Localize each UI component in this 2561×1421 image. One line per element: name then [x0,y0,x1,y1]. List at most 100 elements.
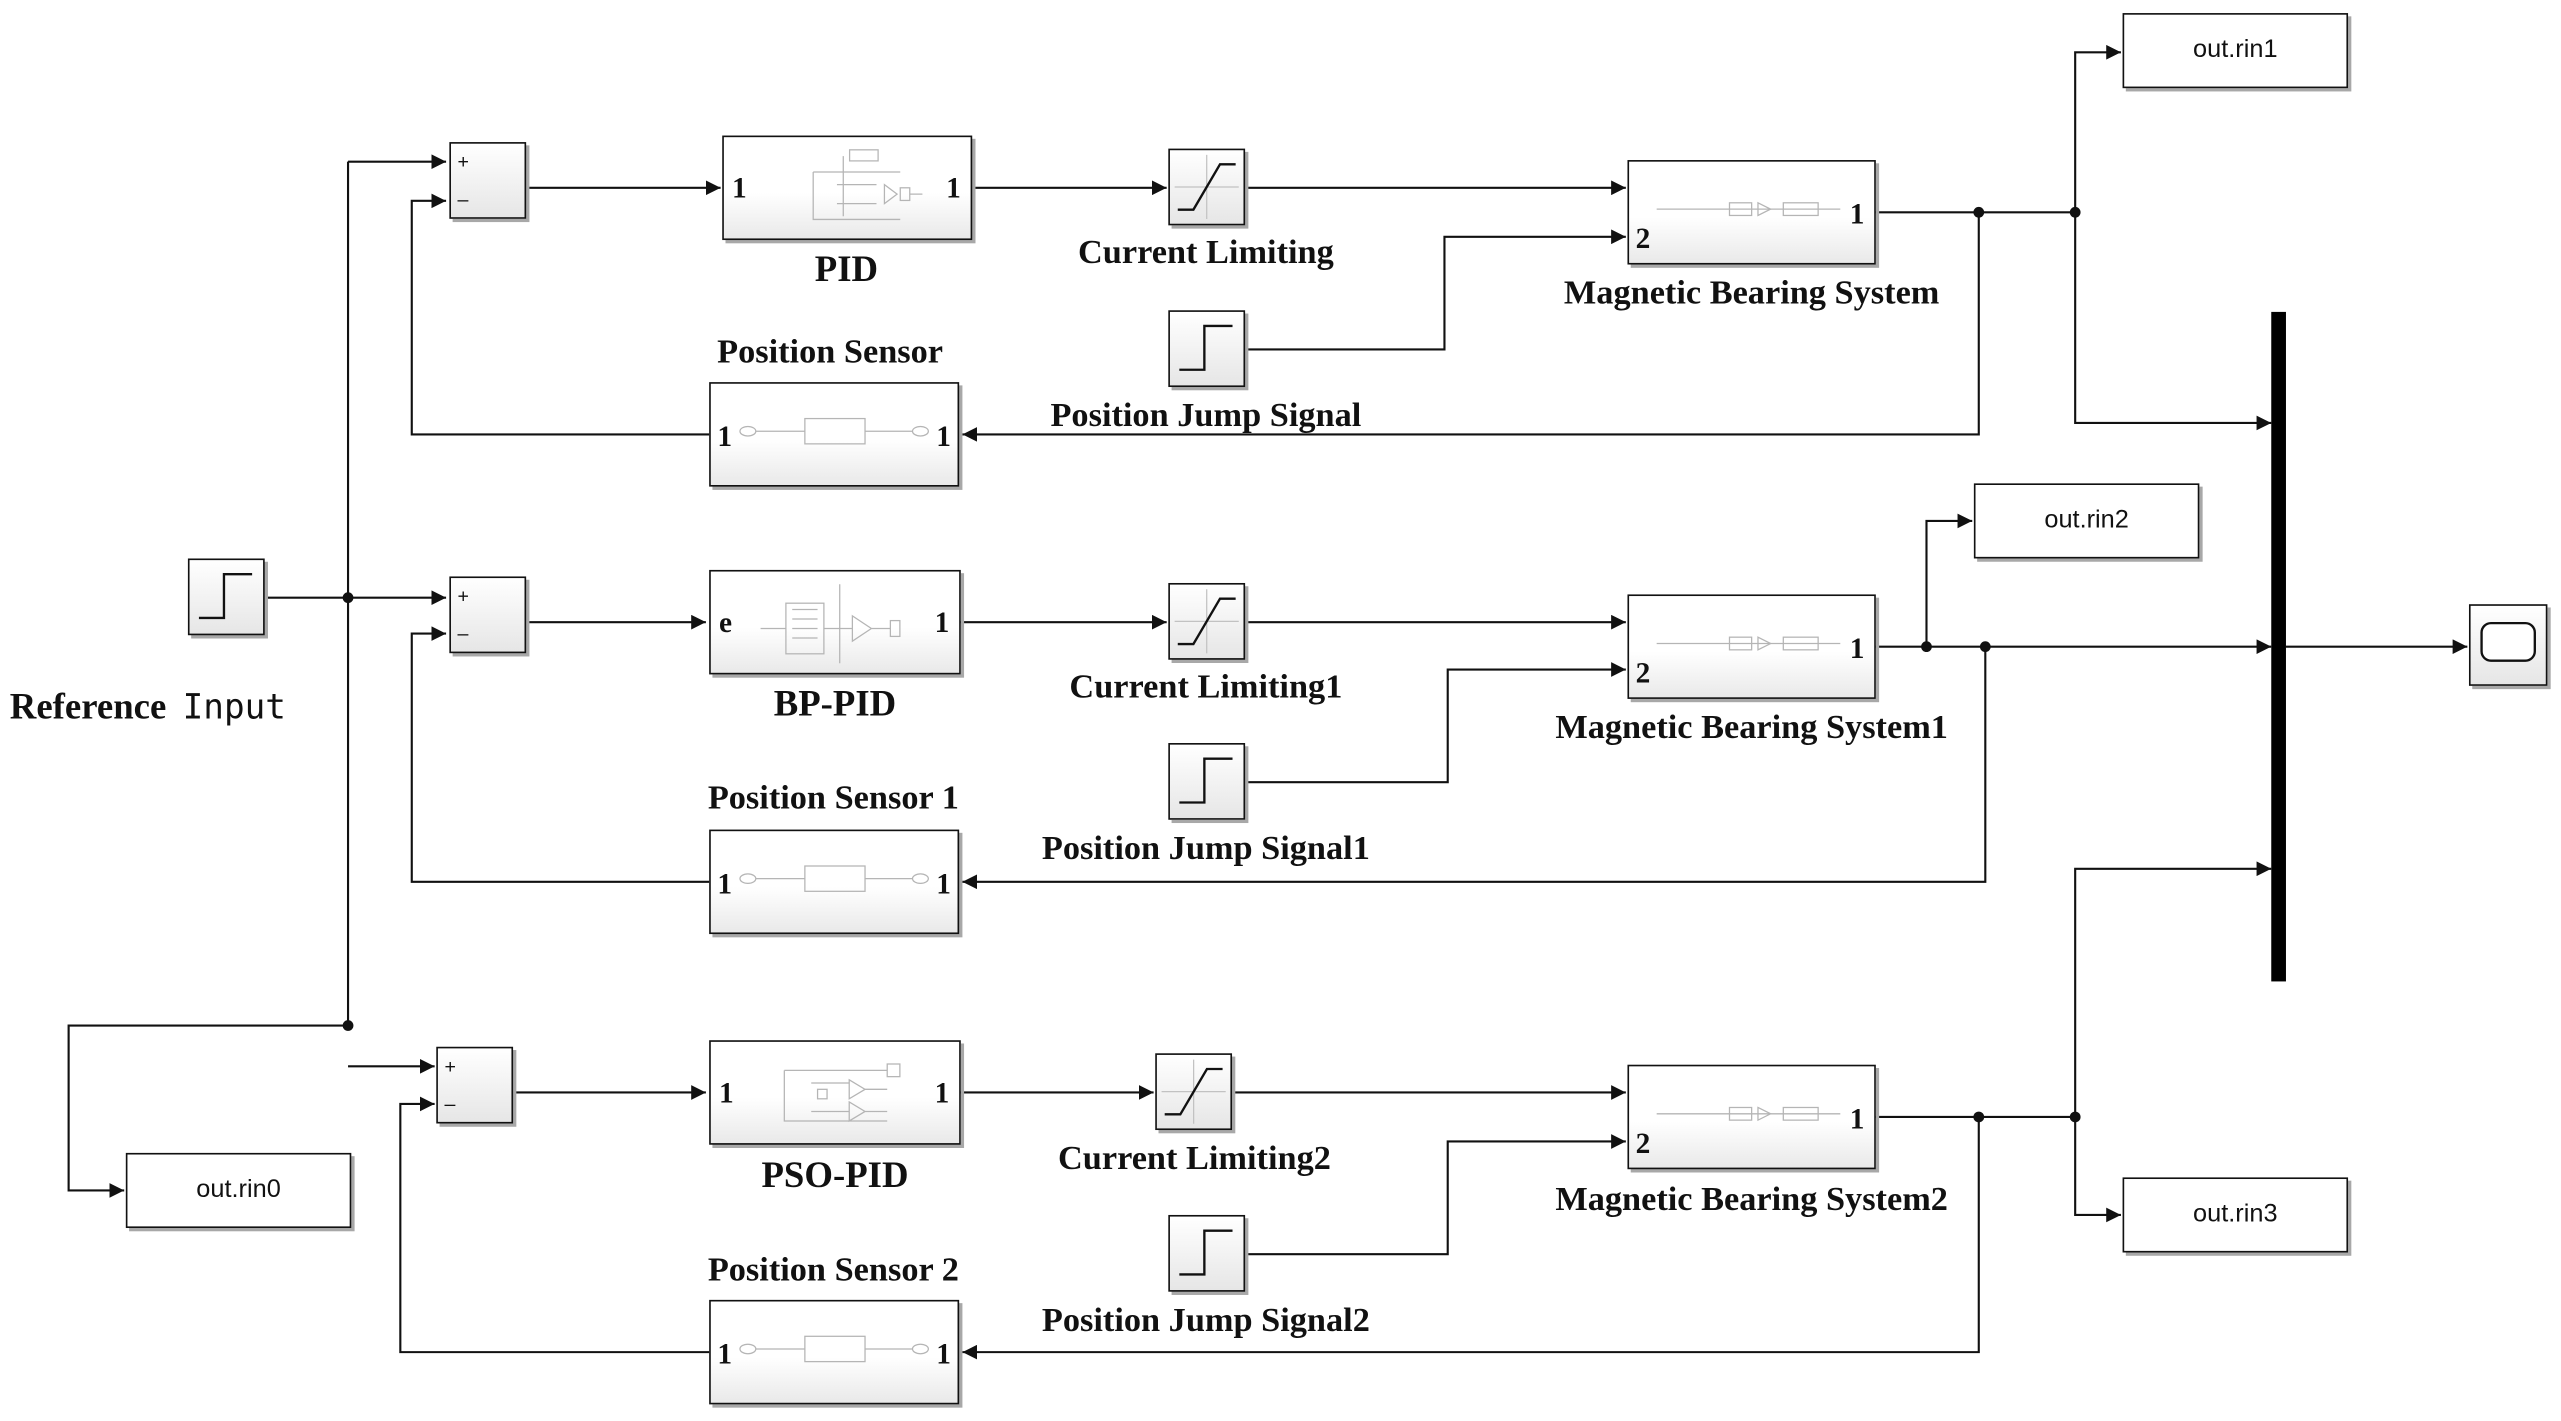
magnetic-bearing-system-label: Magnetic Bearing System [1563,272,1940,312]
bp-pid-in-port: e [718,605,733,639]
sensor-in-port: 1 [717,419,733,453]
position-jump-step-block[interactable] [1168,310,1246,388]
out-rin3-text: out.rin3 [2193,1200,2278,1229]
out-rin1-text: out.rin1 [2193,35,2278,64]
minus-sign: – [444,1092,456,1116]
step-icon [1179,324,1233,371]
position-jump-signal-label: Position Jump Signal [1050,395,1362,435]
out-rin0-block[interactable]: out.rin0 [125,1152,352,1229]
sum-block-1[interactable]: + – [449,142,527,219]
sum-block-2[interactable]: + – [449,576,527,654]
magnetic-bearing-system1-block[interactable]: 2 1 [1627,594,1876,699]
saturation-icon [1174,589,1239,654]
pid-label: PID [814,248,879,290]
sensor-out-port: 1 [936,419,951,453]
position-sensor1-block[interactable]: 1 1 [709,829,960,935]
reference-input-word1: Reference [9,685,167,727]
position-jump-step2-block[interactable] [1168,1214,1246,1292]
sensor2-in-port: 1 [717,1337,733,1371]
plant-internals-icon [1656,636,1841,651]
saturation-icon [1161,1059,1226,1124]
current-limiting-block[interactable] [1168,148,1246,226]
mux-block[interactable] [2271,311,2286,982]
scope-icon [2480,621,2536,662]
position-jump-signal2-label: Position Jump Signal2 [1041,1299,1370,1340]
jump2-to-mbs2-line[interactable] [1245,1134,1626,1256]
mbs2-out-port: 1 [1849,1102,1865,1135]
step-icon [198,573,253,620]
plus-sign: + [444,1054,456,1078]
position-sensor-block[interactable]: 1 1 [709,382,960,487]
plus-sign: + [457,150,469,174]
plant-internals-icon [1656,201,1841,217]
mbs1-out-port: 1 [1849,631,1865,665]
mbs-to-sensor-line[interactable] [962,212,1980,442]
sum-block-3[interactable]: + – [436,1046,514,1124]
magnetic-bearing-system1-label: Magnetic Bearing System1 [1555,707,1948,747]
out-rin0-text: out.rin0 [196,1175,281,1204]
step-icon [1179,757,1233,804]
mbs-out-port: 1 [1849,197,1865,231]
pid-subsystem[interactable]: 1 1 [722,135,973,241]
out-rin2-block[interactable]: out.rin2 [1973,483,2200,559]
sensor1-in-port: 1 [717,867,733,900]
sensor2-to-sum3-line[interactable] [399,1096,710,1354]
magnetic-bearing-system-block[interactable]: 2 1 [1627,160,1876,265]
jump1-to-mbs1-line[interactable] [1245,662,1626,784]
mbs2-to-mux-line[interactable] [2074,861,2272,1117]
pso-pid-internals-icon [783,1063,901,1123]
out-rin2-text: out.rin2 [2044,506,2129,534]
mbs1-to-sensor1-line[interactable] [962,646,1987,890]
pso-pid-out-port: 1 [934,1076,950,1109]
sensor2-out-port: 1 [936,1337,951,1371]
plus-sign: + [457,584,469,608]
sensor1-out-port: 1 [936,867,951,900]
bp-pid-subsystem[interactable]: e 1 [709,569,961,675]
plant-internals-icon [1656,1106,1841,1122]
junction-dots [342,206,2081,1123]
pid-out-port: 1 [946,171,961,205]
position-sensor-label: Position Sensor [717,331,944,371]
magnetic-bearing-system2-block[interactable]: 2 1 [1627,1064,1876,1170]
bp-pid-internals-icon [760,584,901,664]
pso-pid-label: PSO-PID [761,1154,909,1196]
position-jump-step1-block[interactable] [1168,743,1246,820]
minus-sign: – [457,622,469,646]
sensor-internals-icon [739,865,929,892]
out-rin3-block[interactable]: out.rin3 [2122,1177,2349,1253]
sensor-to-sum1-line[interactable] [410,193,710,436]
current-limiting2-block[interactable] [1155,1053,1233,1131]
minus-sign: – [457,187,469,211]
pid-in-port: 1 [732,171,747,205]
current-limiting2-label: Current Limiting2 [1057,1138,1331,1178]
reference-step-block[interactable] [187,558,265,636]
sensor-internals-icon [739,417,929,445]
mbs-to-rin1-line[interactable] [2074,44,2121,213]
mbs2-to-sensor2-line[interactable] [962,1116,1980,1360]
bp-pid-out-port: 1 [934,605,950,639]
mbs-in2-port: 2 [1635,222,1651,255]
mbs-to-mux-line[interactable] [2074,212,2272,431]
sensor1-to-sum2-line[interactable] [410,626,710,883]
current-limiting1-label: Current Limiting1 [1069,666,1343,706]
pso-pid-in-port: 1 [718,1076,734,1109]
position-sensor2-block[interactable]: 1 1 [709,1299,960,1405]
jump-to-mbs-line[interactable] [1245,229,1626,351]
mbs2-to-rin3-line[interactable] [2074,1116,2121,1223]
bp-pid-label: BP-PID [773,682,897,724]
position-jump-signal1-label: Position Jump Signal1 [1041,827,1370,868]
sensor-internals-icon [739,1335,929,1363]
pso-pid-subsystem[interactable]: 1 1 [709,1040,961,1145]
ref-to-rin0-line[interactable] [67,1024,349,1198]
current-limiting1-block[interactable] [1168,582,1246,660]
scope-block[interactable] [2468,604,2548,686]
position-sensor1-label: Position Sensor 1 [707,777,959,817]
mbs2-in2-port: 2 [1635,1126,1651,1160]
step-icon [1179,1229,1233,1276]
out-rin1-block[interactable]: out.rin1 [2122,13,2349,89]
mbs1-to-rin2-line[interactable] [1925,513,1973,647]
